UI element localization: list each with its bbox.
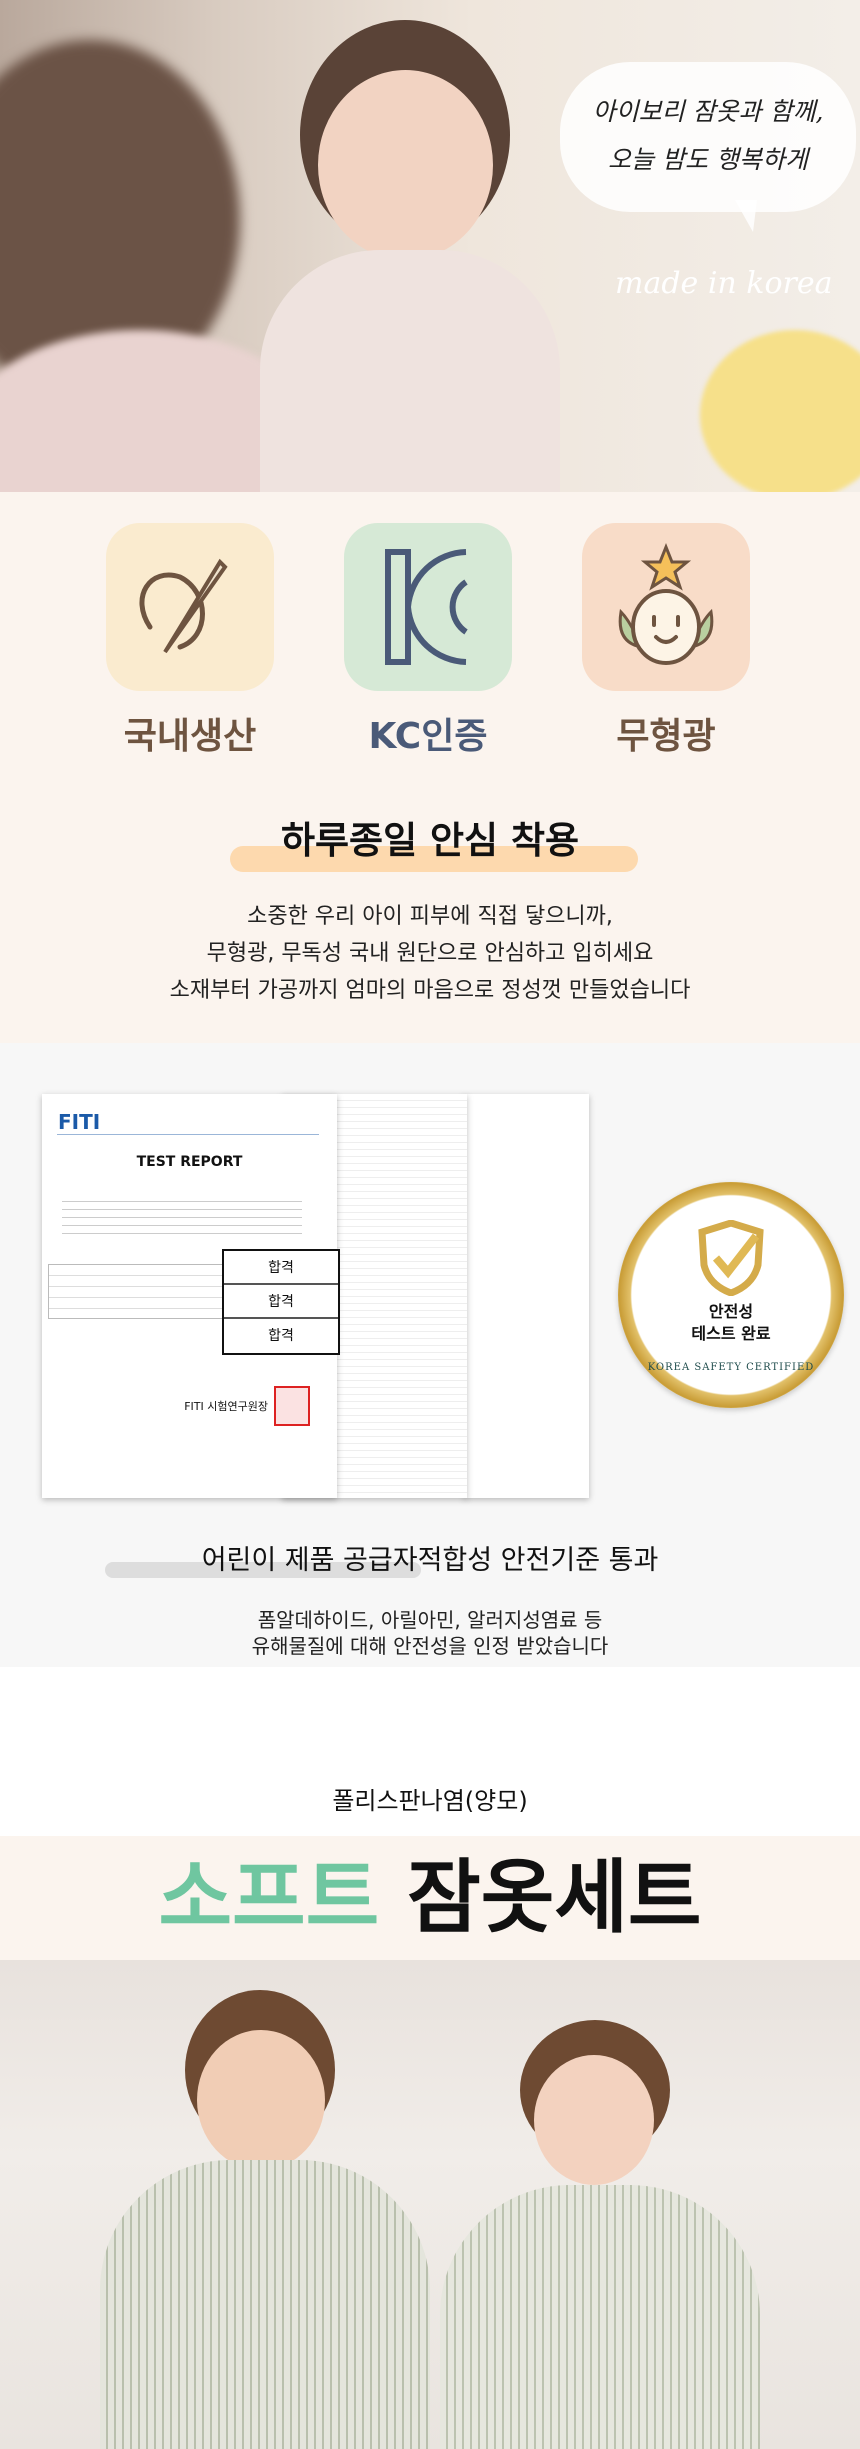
flower (700, 330, 860, 492)
features-section: 국내생산 KC인증 무형광 (0, 492, 860, 1043)
safety-line: 유해물질에 대해 안전성을 인정 받았습니다 (251, 1634, 609, 1658)
smiley-star-icon (618, 542, 714, 665)
report-page-3 (464, 1094, 589, 1498)
red-seal (274, 1386, 310, 1426)
child-face (318, 70, 493, 260)
bubble-line-2: 오늘 밤도 행복하게 (608, 145, 808, 174)
feature-label-domestic: 국내생산 (123, 716, 257, 757)
shield-check-icon (698, 1220, 764, 1296)
speech-bubble-tail (735, 200, 757, 232)
report-signature: FITI 시험연구원장 (184, 1400, 268, 1413)
hero-photo: 아이보리 잠옷과 함께, 오늘 밤도 행복하게 made in korea (0, 0, 860, 492)
result-pass: 합격 (268, 1328, 294, 1344)
comfort-line: 소재부터 가공까지 엄마의 마음으로 정성껏 만들었습니다 (169, 978, 691, 1003)
comfort-line: 무형광, 무독성 국내 원단으로 안심하고 입히세요 (206, 941, 654, 966)
girl-pajama (440, 2185, 760, 2449)
feature-label-kc: KC인증 (368, 716, 488, 757)
header-rule (57, 1134, 319, 1135)
product-photo (0, 1960, 860, 2449)
product-name-band: 소프트 잠옷세트 (0, 1836, 860, 1960)
boy-pajama (100, 2160, 430, 2449)
comfort-title: 하루종일 안심 착용 (280, 819, 580, 862)
safety-title: 어린이 제품 공급자적합성 안전기준 통과 (201, 1545, 659, 1576)
product-name-rest: 잠옷세트 (407, 1851, 702, 1944)
result-pass: 합격 (224, 1251, 338, 1285)
fiti-logo: FITI (58, 1110, 101, 1134)
comfort-line: 소중한 우리 아이 피부에 직접 닿으니까, (247, 904, 613, 929)
feature-icon-box (344, 523, 512, 691)
speech-bubble: 아이보리 잠옷과 함께, 오늘 밤도 행복하게 (560, 62, 856, 212)
results-box: 합격 합격 합격 (222, 1249, 340, 1355)
badge-line-1: 안전성 (708, 1302, 754, 1321)
safety-certified-badge: 안전성 테스트 완료 KOREA SAFETY CERTIFIED (618, 1182, 844, 1408)
child-pajama (260, 250, 560, 492)
product-name-accent: 소프트 (158, 1851, 380, 1944)
report-heading: TEST REPORT (136, 1154, 243, 1170)
kc-mark-icon (385, 549, 468, 665)
girl-face (534, 2055, 654, 2185)
feature-icon-box (582, 523, 750, 691)
badge-line-2: 테스트 완료 (691, 1324, 771, 1343)
feature-label-no-fluorescent: 무형광 (616, 716, 716, 757)
made-in-korea-text: made in korea (615, 266, 833, 301)
boy-face (197, 2030, 325, 2170)
needle-thread-icon (139, 558, 228, 654)
title-highlight (230, 846, 638, 872)
report-info-lines (62, 1194, 302, 1234)
bubble-line-1: 아이보리 잠옷과 함께, (592, 97, 824, 126)
safety-line: 폼알데하이드, 아릴아민, 알러지성염료 등 (257, 1608, 603, 1632)
feature-icon-box (106, 523, 274, 691)
test-report-image: FITI TEST REPORT FITI 시험연구원장 합격 합격 합격 (42, 1090, 592, 1500)
material-subtitle: 폴리스판나염(양모) (332, 1787, 528, 1815)
title-highlight (105, 1562, 421, 1578)
badge-ring-text: KOREA SAFETY CERTIFIED (647, 1362, 815, 1373)
result-pass: 합격 (224, 1285, 338, 1319)
